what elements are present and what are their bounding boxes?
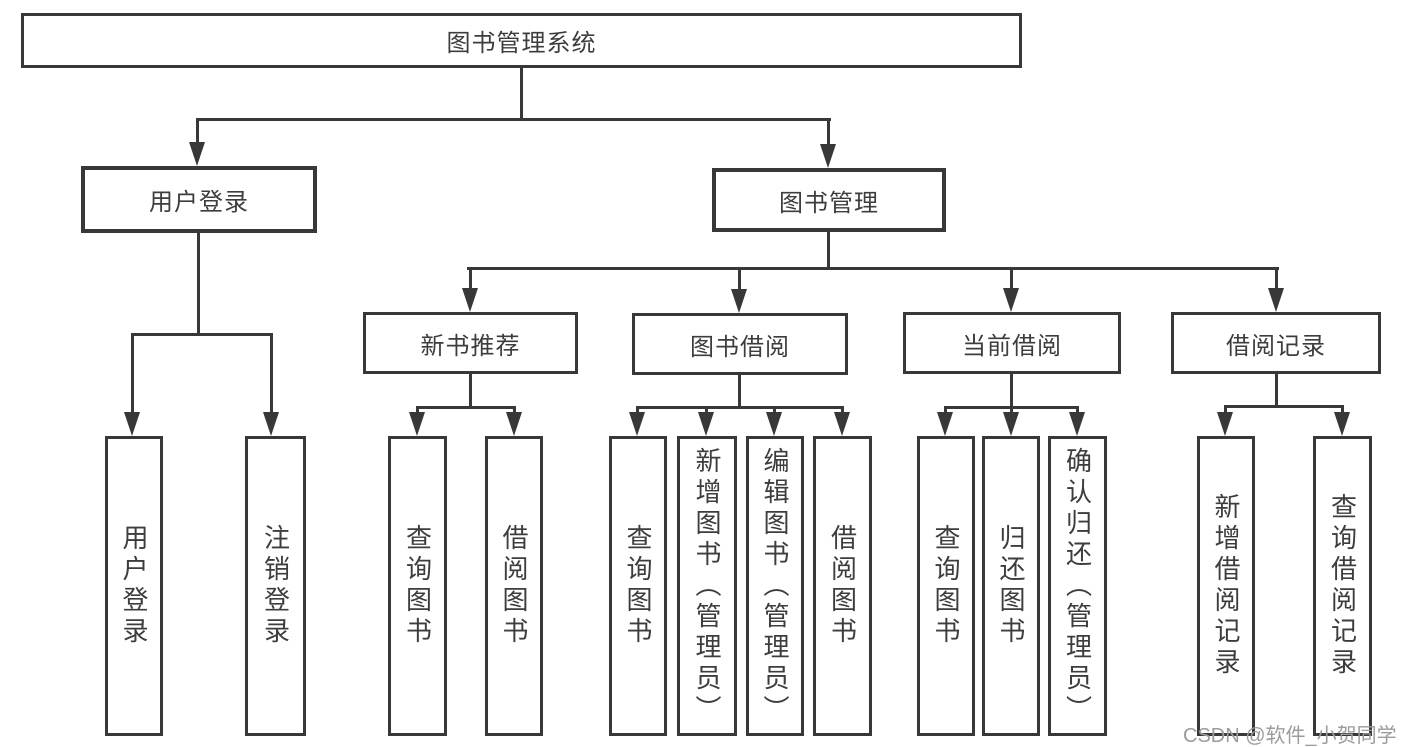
connector: [469, 374, 472, 409]
leaf-add-books-admin: 新增图书（管理员）: [677, 436, 737, 736]
arrowhead-icon: [189, 142, 205, 166]
connector: [197, 118, 831, 121]
node-label: 图书管理系统: [446, 30, 597, 57]
leaf-confirm-return-admin: 确认归还（管理员）: [1048, 436, 1107, 736]
arrowhead-icon: [1069, 412, 1085, 436]
connector: [196, 118, 199, 146]
node-label: 用户登录: [149, 189, 249, 216]
leaf-label: 确认归还（管理员）: [1062, 446, 1093, 726]
connector: [270, 333, 273, 413]
arrowhead-icon: [1003, 412, 1019, 436]
leaf-logout: 注销登录: [245, 436, 306, 736]
connector: [416, 406, 516, 409]
leaf-return-books: 归还图书: [982, 436, 1040, 736]
connector: [1275, 374, 1278, 408]
arrowhead-icon: [462, 288, 478, 312]
leaf-label: 借阅图书: [499, 524, 529, 648]
leaf-query-borrow-record: 查询借阅记录: [1313, 436, 1372, 736]
connector: [1010, 374, 1013, 409]
connector: [827, 118, 830, 148]
node-current-borrowing: 当前借阅: [903, 312, 1121, 374]
leaf-borrow-books-recommend: 借阅图书: [485, 436, 543, 736]
connector: [636, 406, 639, 415]
node-borrowing-records: 借阅记录: [1171, 312, 1381, 374]
connector: [1076, 406, 1079, 415]
leaf-label: 归还图书: [996, 524, 1026, 648]
connector: [469, 267, 472, 292]
arrowhead-icon: [1217, 412, 1233, 436]
node-label: 新书推荐: [420, 332, 521, 360]
connector: [1224, 405, 1344, 408]
connector: [827, 232, 830, 270]
arrowhead-icon: [731, 289, 747, 313]
connector: [513, 406, 516, 415]
connector: [131, 333, 273, 336]
node-user-login: 用户登录: [81, 166, 317, 233]
arrowhead-icon: [629, 412, 645, 436]
connector: [636, 406, 844, 409]
leaf-label: 查询图书: [402, 524, 433, 648]
node-book-borrowing: 图书借阅: [632, 313, 848, 375]
leaf-label: 借阅图书: [827, 524, 858, 648]
leaf-borrow-books: 借阅图书: [813, 436, 872, 736]
leaf-label: 注销登录: [260, 524, 291, 648]
connector: [1224, 405, 1227, 414]
watermark: CSDN @软件_小贺同学: [1183, 725, 1397, 747]
connector: [1010, 267, 1013, 292]
connector: [1275, 267, 1278, 292]
connector: [773, 406, 776, 415]
connector: [705, 406, 708, 415]
node-label: 图书管理: [779, 189, 879, 217]
arrowhead-icon: [834, 412, 850, 436]
node-label: 借阅记录: [1226, 332, 1326, 360]
leaf-query-books-recommend: 查询图书: [388, 436, 447, 736]
arrowhead-icon: [937, 412, 953, 436]
leaf-label: 用户登录: [119, 524, 149, 648]
node-book-management-system: 图书管理系统: [21, 13, 1022, 68]
arrowhead-icon: [124, 412, 140, 436]
arrowhead-icon: [1003, 288, 1019, 312]
leaf-label: 编辑图书（管理员）: [760, 446, 790, 726]
arrowhead-icon: [409, 412, 425, 436]
leaf-label: 查询图书: [931, 524, 961, 648]
connector: [841, 406, 844, 415]
connector: [197, 233, 200, 335]
connector: [416, 406, 419, 415]
arrowhead-icon: [1268, 288, 1284, 312]
connector: [1010, 406, 1013, 415]
node-new-book-recommendation: 新书推荐: [363, 312, 578, 374]
arrowhead-icon: [1334, 412, 1350, 436]
leaf-user-login: 用户登录: [105, 436, 163, 736]
node-book-management: 图书管理: [712, 168, 946, 232]
node-label: 当前借阅: [962, 332, 1062, 360]
arrowhead-icon: [263, 412, 279, 436]
connector: [467, 267, 1279, 270]
connector: [944, 406, 947, 415]
leaf-label: 新增借阅记录: [1211, 493, 1241, 679]
connector: [738, 375, 741, 409]
connector: [1341, 405, 1344, 414]
leaf-query-books-current: 查询图书: [917, 436, 975, 736]
arrowhead-icon: [820, 144, 836, 168]
leaf-label: 新增图书（管理员）: [692, 446, 722, 726]
leaf-add-borrow-record: 新增借阅记录: [1197, 436, 1255, 736]
leaf-label: 查询图书: [623, 524, 653, 648]
connector: [131, 333, 134, 413]
leaf-label: 查询借阅记录: [1327, 493, 1358, 679]
arrowhead-icon: [698, 412, 714, 436]
connector: [738, 267, 741, 292]
arrowhead-icon: [506, 412, 522, 436]
leaf-edit-books-admin: 编辑图书（管理员）: [746, 436, 804, 736]
arrowhead-icon: [766, 412, 782, 436]
node-label: 图书借阅: [690, 333, 790, 361]
connector: [520, 68, 523, 121]
leaf-query-books-borrowing: 查询图书: [609, 436, 667, 736]
